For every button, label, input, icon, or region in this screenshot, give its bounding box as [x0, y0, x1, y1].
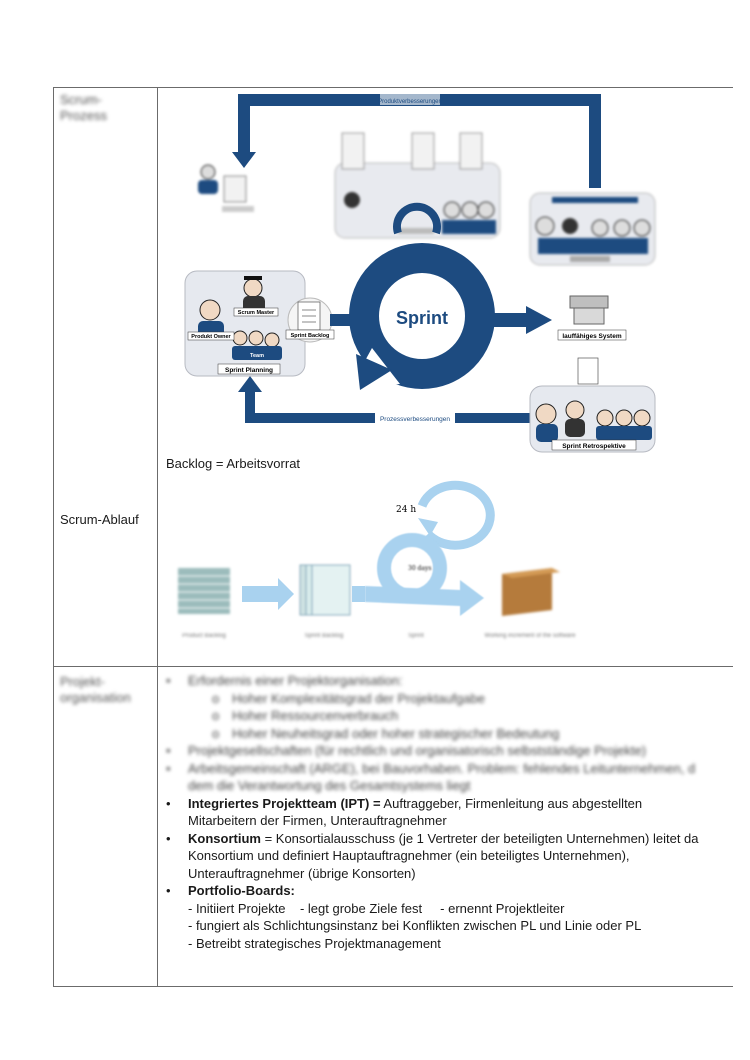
improvements-label: Prozessverbesserungen	[380, 416, 450, 423]
product-owner-label: Produkt Owner	[191, 334, 231, 340]
arrow-1	[242, 578, 294, 610]
row-label-scrum-ablauf: Scrum-Ablauf	[60, 512, 139, 527]
scrum-process-diagram: Produktverbesserungen Prozessverbesserun…	[184, 94, 656, 453]
list-item: •Erfordernis einer Projektorganisation:	[166, 673, 403, 688]
retro-label: Sprint Retrospektive	[562, 443, 626, 450]
list-item: •Projektgesellschaften (für rechtlich un…	[166, 743, 647, 758]
table-column-divider	[157, 87, 158, 987]
table-row-divider	[53, 666, 733, 667]
list-item-portfolio-boards: •Portfolio-Boards:- Initiiert Projekte -…	[166, 883, 642, 951]
label-sprint-backlog: Sprint Backlog	[305, 633, 344, 639]
label-product-backlog: Product Backlog	[182, 633, 226, 639]
sprint-review-block	[529, 192, 656, 266]
loop-30d-label: 30 days	[408, 565, 431, 572]
sprint-planning-block: Produkt Owner Scrum Master Team Sprint P…	[184, 270, 306, 377]
sprint-planning-label: Sprint Planning	[225, 367, 273, 374]
row-label-projektorganisation: Projekt- organisation	[60, 674, 131, 705]
label-working-increment: Working increment of the software	[485, 633, 577, 639]
label-sprint: Sprint	[408, 633, 424, 639]
list-item-ipt: •Integriertes Projektteam (IPT) = Auftra…	[166, 795, 643, 829]
list-item: •Arbeitsgemeinschaft (ARGE), bei Bauvorh…	[166, 760, 696, 794]
sprint-backlog-cards	[299, 564, 351, 616]
sprint-backlog-doc: Sprint Backlog	[285, 297, 335, 343]
team-label: Team	[250, 353, 264, 359]
increment-box	[502, 568, 560, 616]
sprint-backlog-label: Sprint Backlog	[291, 333, 330, 339]
system-label: lauffähiges System	[562, 333, 621, 340]
table-bottom-border	[53, 986, 733, 987]
loop-24h-label: 24 h	[396, 505, 416, 515]
scrum-master-label: Scrum Master	[238, 310, 275, 316]
sprint-center-label: Sprint	[396, 308, 448, 328]
product-backlog-stack	[178, 568, 230, 614]
table-left-border	[53, 87, 54, 987]
scrum-ablauf-diagram: 24 h 30 days Product Backlog Sprint Back…	[178, 480, 577, 639]
list-item-konsortium: •Konsortium = Konsortialausschuss (je 1 …	[166, 830, 699, 881]
sprint-loop: 30 days	[365, 533, 484, 616]
sprint-retrospective-block: Sprint Retrospektive	[529, 357, 656, 453]
top-bar-label: Produktverbesserungen	[378, 99, 442, 105]
daily-loop: 24 h	[396, 480, 495, 550]
table-top-border	[53, 87, 733, 88]
daily-scrum-block	[334, 132, 501, 239]
backlog-note: Backlog = Arbeitsvorrat	[166, 456, 301, 471]
row-label-scrum-prozess: Scrum- Prozess	[60, 92, 107, 123]
projektorganisation-list: •Erfordernis einer Projektorganisation: …	[162, 672, 750, 952]
working-system: lauffähiges System	[557, 295, 627, 341]
product-owner-figure	[198, 164, 254, 212]
sprint-circle: Sprint	[349, 243, 495, 390]
